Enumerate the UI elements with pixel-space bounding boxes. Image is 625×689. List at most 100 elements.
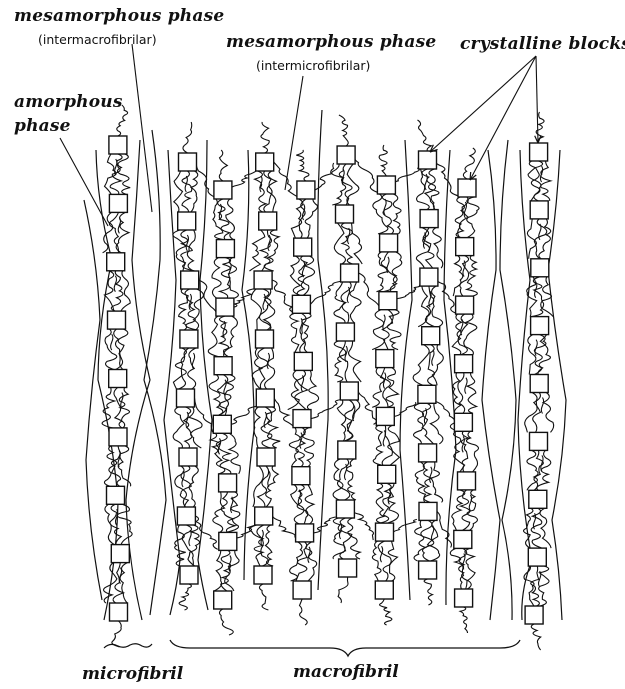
polymer-chain (433, 228, 443, 269)
crystalline-block (336, 323, 354, 341)
mesamorphous-strand (548, 150, 566, 620)
interfibrillar-chain (394, 402, 416, 416)
polymer-chain-end (112, 621, 121, 647)
interfibrillar-chain (314, 517, 336, 533)
polymer-chain-end (339, 115, 348, 146)
mesamorphous-strand (242, 150, 254, 580)
crystalline-block (375, 581, 393, 599)
crystalline-block (419, 561, 437, 579)
polymer-chain (387, 310, 401, 350)
interfibrillar-chain (237, 524, 259, 541)
interfibrillar-chain (310, 281, 342, 304)
polymer-chain (532, 277, 544, 317)
crystalline-block (529, 490, 547, 508)
interfibrillar-chain (353, 509, 374, 540)
polymer-chain (105, 154, 117, 194)
crystalline-block (419, 151, 437, 169)
chain-fold (111, 334, 113, 350)
polymer-chain-end (300, 599, 308, 625)
polymer-chain (305, 485, 314, 524)
crystalline-block (376, 407, 394, 425)
crystalline-block (376, 523, 394, 541)
polymer-chain (121, 271, 130, 311)
chain-fold (430, 467, 432, 483)
polymer-chain (352, 223, 363, 264)
interfibrillar-chain (359, 273, 380, 309)
crystalline-block (379, 292, 397, 310)
label-microfibril: microfibril (82, 666, 183, 683)
interfibrillar-chain (435, 394, 455, 430)
microfibril-brace (104, 644, 152, 648)
crystalline-block (180, 330, 198, 348)
polymer-chain (540, 508, 551, 548)
crystalline-block (530, 375, 548, 393)
polymer-chain (253, 466, 263, 507)
polymer-chain (525, 393, 537, 433)
polymer-chain (290, 256, 300, 295)
polymer-chain-end (531, 624, 540, 650)
crystalline-block (528, 548, 546, 566)
chain-fold (541, 398, 543, 414)
crystalline-block (219, 532, 237, 550)
crystalline-block (256, 153, 274, 171)
label-leader-line (285, 76, 303, 190)
chain-fold (192, 353, 194, 369)
braces-layer (104, 640, 520, 656)
label-mesamorphous-phase-intermacrofibrilar: mesamorphous phase (14, 8, 224, 25)
polymer-chain (453, 256, 463, 297)
polymer-chain (349, 341, 362, 382)
polymer-chain (109, 212, 118, 252)
mesamorphous-strand (144, 130, 166, 615)
crystalline-block (177, 507, 195, 525)
crystalline-block (376, 350, 394, 368)
polymer-chain (291, 485, 304, 524)
polymer-chain (464, 314, 477, 355)
crystalline-block (420, 268, 438, 286)
polymer-chain-end (219, 150, 227, 181)
polymer-chain (265, 348, 275, 389)
crystalline-block (378, 465, 396, 483)
crystalline-block (336, 500, 354, 518)
polymer-chain (413, 345, 429, 386)
chain-fold (229, 263, 231, 279)
interfibrillar-chain (358, 391, 376, 424)
polymer-chain (381, 252, 397, 292)
polymer-chain (432, 286, 443, 327)
crystalline-block (293, 581, 311, 599)
polymer-chain (209, 375, 223, 416)
chain-fold (465, 378, 467, 394)
polymer-chain (305, 199, 317, 238)
crystalline-block (296, 524, 314, 542)
crystalline-block (180, 566, 198, 584)
polymer-chain (372, 541, 381, 581)
polymer-chains-layer (84, 105, 566, 650)
crystalline-block (257, 448, 275, 466)
polymer-chain (251, 289, 261, 330)
chain-fold (469, 495, 471, 511)
polymer-chain (220, 258, 231, 299)
polymer-chain (543, 393, 554, 433)
polymer-chain-end (183, 122, 192, 153)
polymer-chain (302, 313, 311, 352)
polymer-chain (393, 194, 401, 234)
polymer-chain-end (259, 584, 268, 610)
polymer-chain-end (338, 577, 348, 603)
crystalline-block (455, 355, 473, 373)
polymer-chain-end (418, 120, 432, 151)
mesamorphous-strand (482, 150, 500, 620)
label-macrofibril: macrofibril (293, 664, 399, 681)
crystalline-block (109, 370, 127, 388)
crystalline-block (213, 415, 231, 433)
chain-fold (300, 433, 302, 449)
polymer-chain (288, 370, 300, 409)
label-phase: phase (14, 118, 71, 135)
crystalline-block (340, 382, 358, 400)
polymer-chain (191, 171, 198, 212)
polymer-chain (430, 403, 443, 444)
crystalline-block (254, 271, 272, 289)
crystalline-block (454, 530, 472, 548)
chain-fold (380, 546, 382, 562)
polymer-chain (224, 316, 238, 357)
polymer-chain (414, 520, 425, 561)
